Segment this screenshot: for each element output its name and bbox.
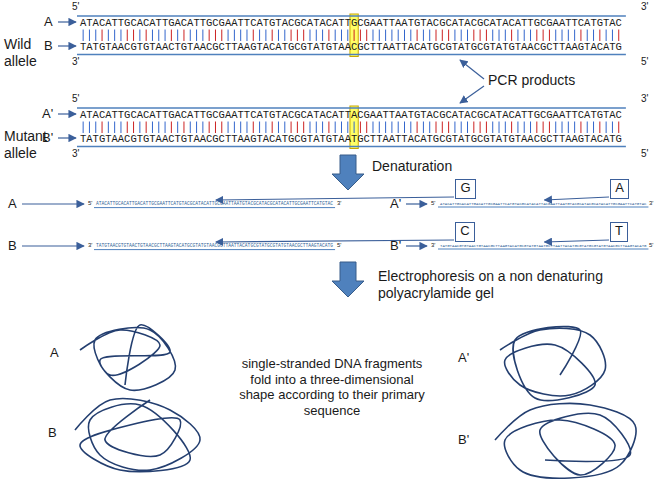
- sequence: ATACATTGCACATTGACATTGCGAATTCATGTACGCATAC…: [440, 202, 646, 206]
- pointer-arrow: [22, 245, 84, 246]
- pointer-arrow: [58, 113, 76, 114]
- end-label: 3': [337, 200, 341, 207]
- strand-label: A: [8, 196, 17, 212]
- base-letter: G: [460, 180, 471, 196]
- end-label: 5': [431, 200, 435, 207]
- end-label: 3': [641, 93, 648, 105]
- pointer-arrow: [460, 86, 484, 103]
- dna-strand: [77, 107, 626, 109]
- dna-strand: [94, 207, 335, 208]
- allele-label: Wild allele: [4, 36, 48, 70]
- pointer-arrow: [58, 45, 76, 46]
- strand-label: B': [390, 238, 401, 254]
- leader-arrow: [544, 197, 609, 200]
- end-label: 5': [641, 56, 648, 68]
- base-box: G: [455, 179, 476, 199]
- pointer-arrow: [58, 21, 76, 22]
- strand-label: A: [50, 345, 59, 361]
- sequence: TATGTAACGTGTAACTGTAACGCTTAAGTACATGCGTATG…: [440, 244, 646, 248]
- base-box: T: [610, 222, 628, 242]
- leader-arrow: [544, 240, 609, 242]
- note-text: single-stranded DNA fragments fold into …: [236, 356, 428, 418]
- allele-label: Mutant allele: [4, 128, 62, 162]
- dna-strand: [77, 15, 626, 17]
- strand-label: B: [8, 238, 17, 254]
- dna-strand: [77, 54, 626, 56]
- base-pair-bonds: [83, 30, 619, 42]
- dna-strand: [438, 249, 648, 250]
- end-label: 3': [72, 56, 79, 68]
- sequence: ATACATTGCACATTGACATTGCGAATTCATGTACGCATAC…: [80, 110, 622, 121]
- dna-strand: [77, 146, 626, 148]
- end-label: 3': [649, 200, 653, 207]
- base-letter: T: [615, 223, 623, 239]
- end-label: 3': [431, 242, 435, 249]
- strand-label: A': [458, 350, 469, 366]
- base-letter: A: [615, 180, 624, 196]
- strand-label: A': [42, 106, 53, 122]
- end-label: 3': [72, 148, 79, 160]
- end-label: 3': [88, 242, 92, 249]
- strand-label: B: [44, 38, 53, 54]
- sequence: ATACATTGCACATTGACATTGCGAATTCATGTACGCATAC…: [96, 202, 333, 207]
- dna-strand: [94, 249, 335, 250]
- strand-label: B: [48, 425, 57, 441]
- pointer-arrow: [58, 137, 76, 138]
- folded-strand: [75, 398, 200, 471]
- folded-strand: [495, 403, 636, 478]
- base-box: A: [610, 179, 629, 199]
- pointer-arrow: [460, 60, 484, 79]
- dna-strand: [438, 207, 648, 208]
- end-label: 3': [641, 1, 648, 13]
- step-label: Denaturation: [372, 158, 452, 175]
- step-label: PCR products: [488, 72, 575, 89]
- end-label: 5': [337, 242, 341, 249]
- pointer-arrow: [406, 245, 427, 246]
- end-label: 5': [72, 93, 79, 105]
- strand-label: A': [390, 196, 401, 212]
- end-label: 5': [72, 1, 79, 13]
- process-arrow: [332, 262, 364, 297]
- end-label: 5': [88, 200, 92, 207]
- base-pair-bonds: [83, 122, 619, 134]
- folded-strand: [500, 327, 606, 401]
- strand-label: B': [42, 130, 53, 146]
- leader-arrow: [216, 240, 454, 242]
- step-label: Electrophoresis on a non denaturing poly…: [378, 268, 650, 302]
- leader-arrow: [216, 197, 454, 200]
- sequence: ATACATTGCACATTGACATTGCGAATTCATGTACGCATAC…: [80, 18, 622, 29]
- base-box: C: [455, 222, 475, 242]
- end-label: 5': [649, 242, 653, 249]
- folded-strand: [80, 325, 175, 390]
- sequence: TATGTAACGTGTAACTGTAACGCTTAAGTACATGCGTATG…: [80, 42, 622, 53]
- base-letter: C: [460, 223, 470, 239]
- sequence: TATGTAACGTGTAACTGTAACGCTTAAGTACATGCGTATG…: [80, 134, 622, 145]
- end-label: 5': [641, 148, 648, 160]
- sequence: TATGTAACGTGTAACTGTAACGCTTAAGTACATGCGTATG…: [96, 244, 333, 249]
- strand-label: A: [44, 14, 53, 30]
- pointer-arrow: [406, 203, 427, 204]
- strand-label: B': [458, 432, 469, 448]
- pointer-arrow: [22, 203, 84, 204]
- process-arrow: [332, 155, 364, 190]
